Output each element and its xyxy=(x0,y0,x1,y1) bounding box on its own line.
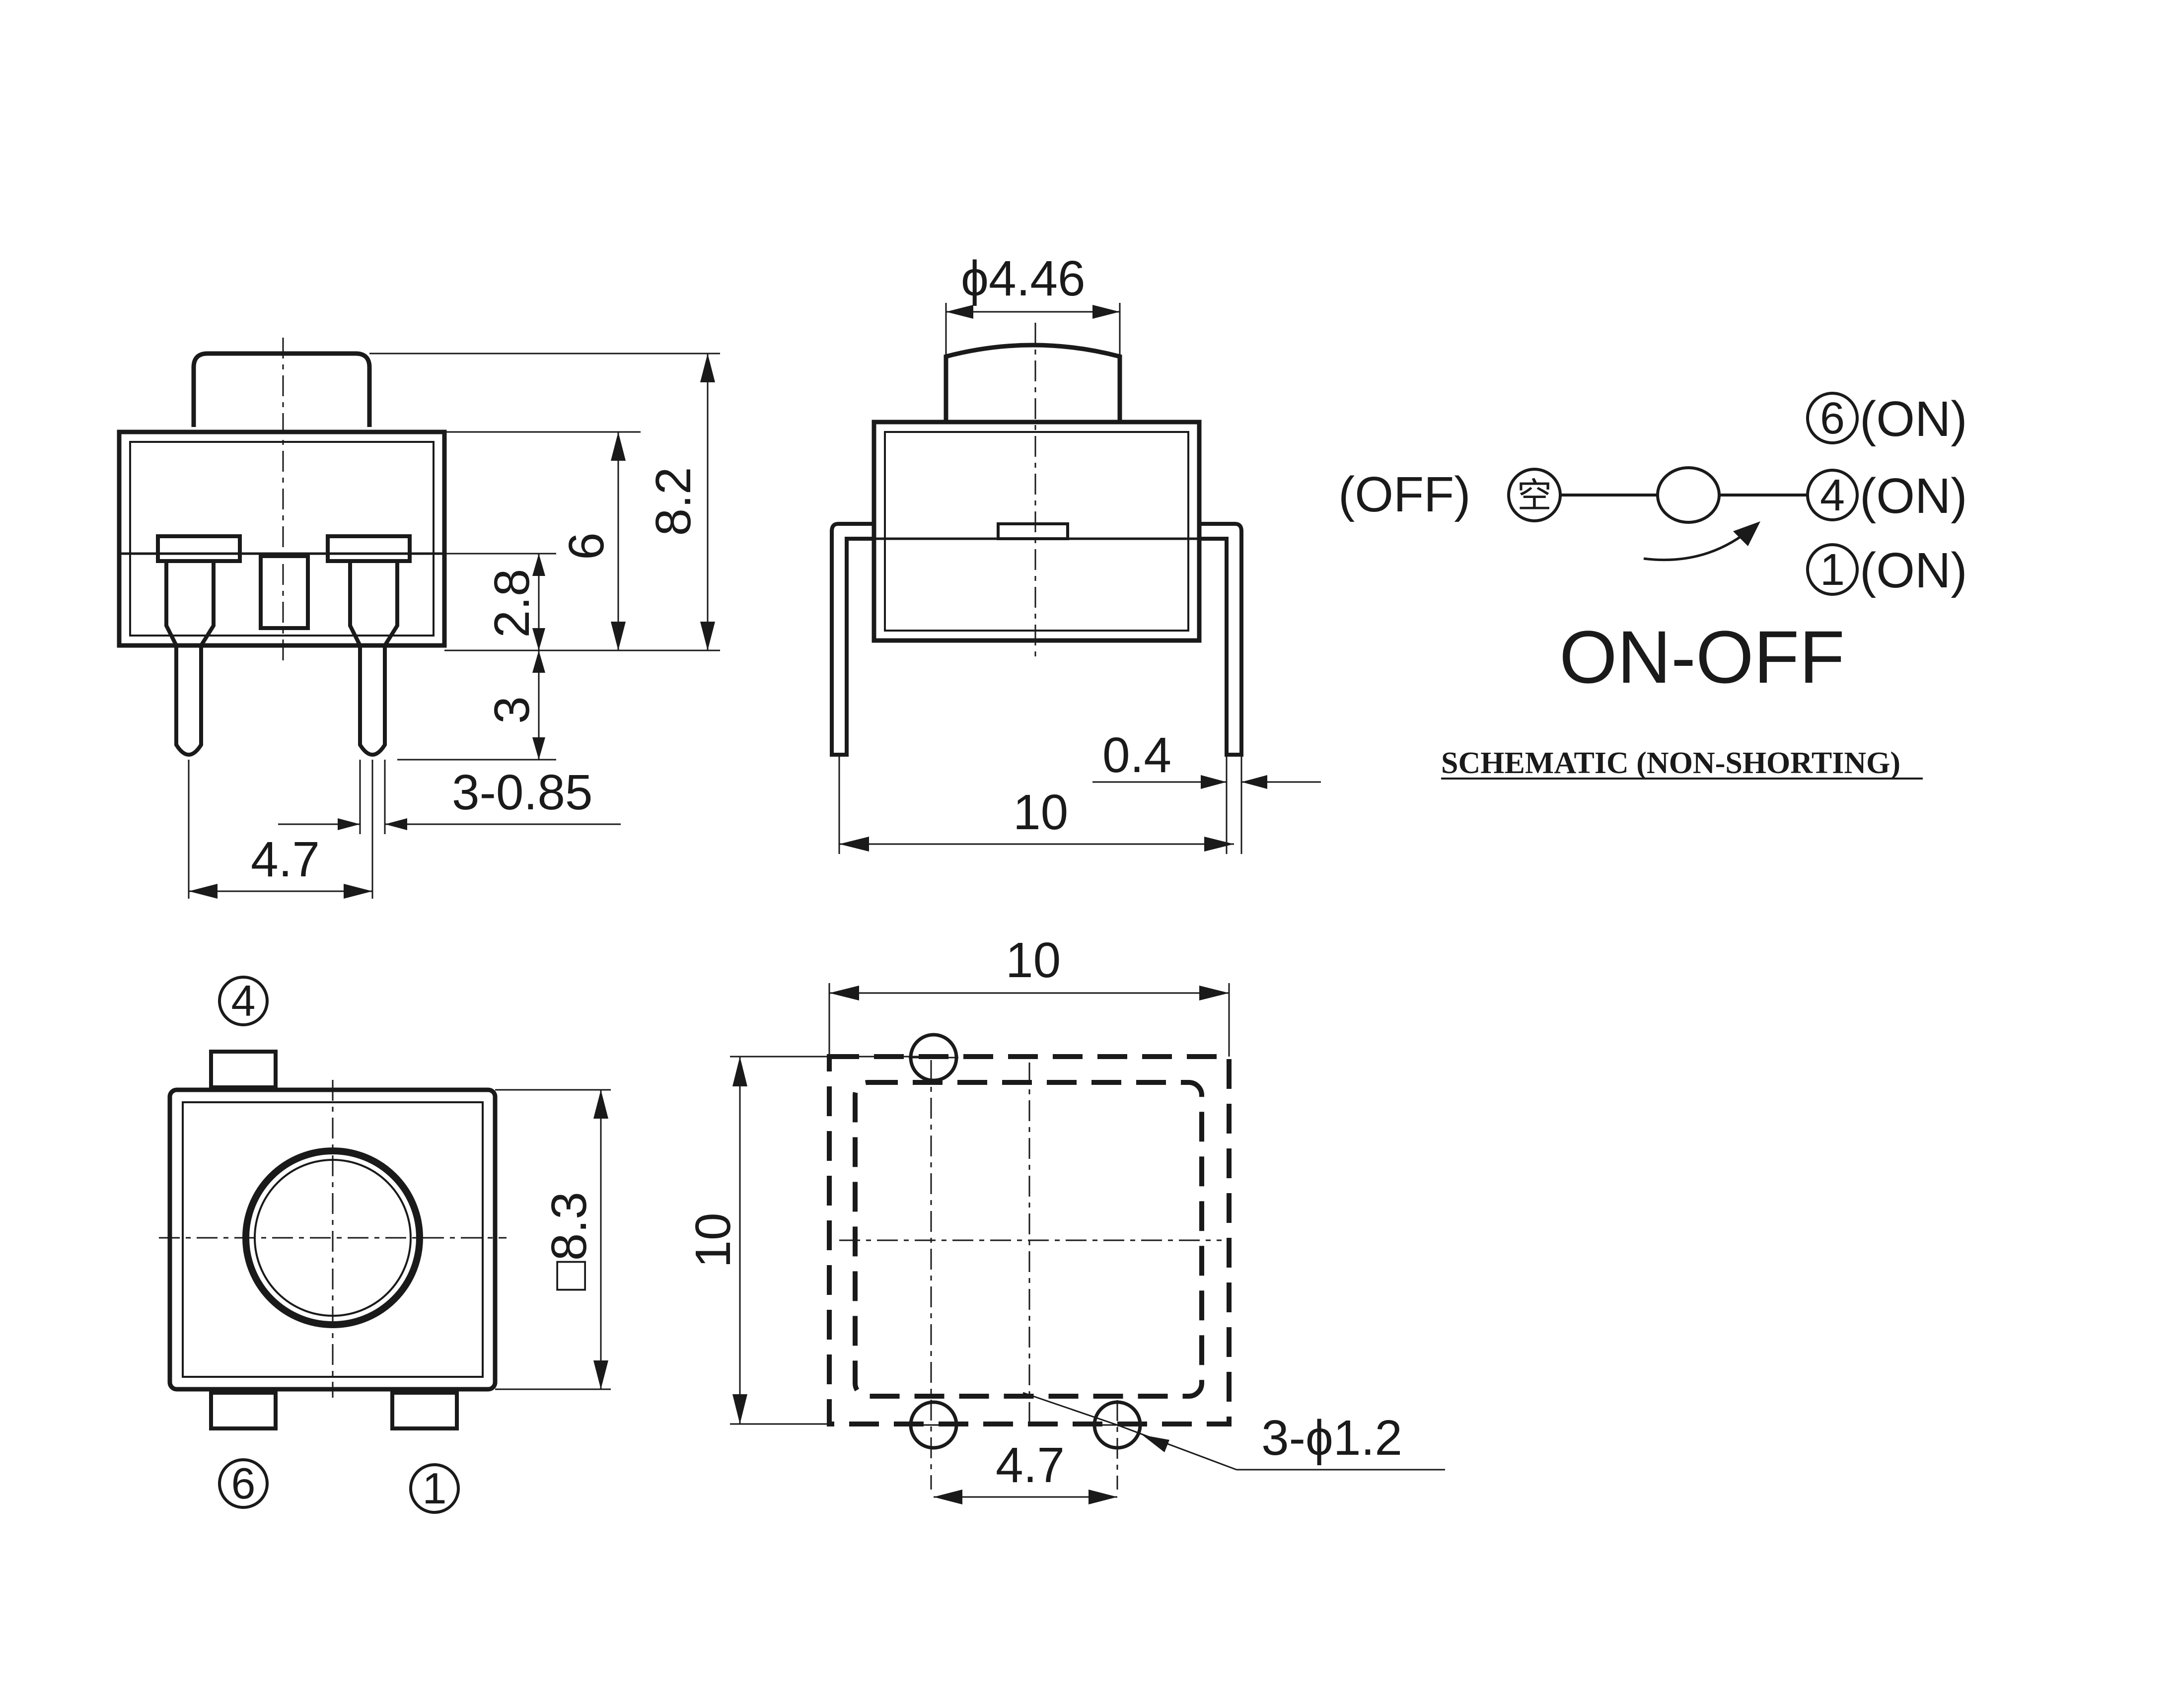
pin6-number: 6 xyxy=(231,1459,256,1508)
footprint-outline xyxy=(827,1054,1232,1426)
pos6-number: 6 xyxy=(1820,394,1845,443)
dim-lead-thickness: 0.4 xyxy=(1102,727,1171,783)
dim-side-width: 10 xyxy=(1013,784,1068,840)
pin4-number: 4 xyxy=(231,976,256,1025)
front-pin-right xyxy=(348,561,399,757)
dim-footprint-width: 10 xyxy=(1006,932,1061,988)
schematic-off-label: (OFF) xyxy=(1338,467,1471,522)
dim-top-square: □8.3 xyxy=(541,1192,597,1290)
pin1-circle xyxy=(409,1463,460,1514)
front-body xyxy=(117,429,447,648)
top-view: 4 6 1 □8.3 xyxy=(159,976,611,1514)
pos1-number: 1 xyxy=(1820,545,1845,595)
dim-hole-spec: 3-ϕ1.2 xyxy=(1261,1410,1402,1466)
dim-total-height: 8.2 xyxy=(646,467,701,536)
front-knob xyxy=(191,351,372,427)
schematic: (OFF) 空 6 (ON) 4 (ON) 1 (ON) ON-OFF SCHE… xyxy=(1338,391,1967,780)
schematic-caption: SCHEMATIC (NON-SHORTING) xyxy=(1441,746,1900,780)
pos4-on-label: (ON) xyxy=(1860,468,1967,524)
schematic-title: ON-OFF xyxy=(1559,615,1845,699)
wiper-contact xyxy=(1656,466,1721,524)
side-lead-right xyxy=(1199,522,1243,757)
pos6-circle xyxy=(1806,392,1859,444)
pcb-footprint: 10 10 4.7 3-ϕ1.2 xyxy=(685,932,1445,1504)
dim-hole-pitch: 4.7 xyxy=(996,1437,1065,1493)
pos6-on-label: (ON) xyxy=(1860,391,1967,447)
pin1-tab xyxy=(390,1391,459,1430)
pin4-tab xyxy=(209,1050,278,1089)
footprint-inner-outline xyxy=(853,1080,1204,1399)
dim-pin-pitch: 4.7 xyxy=(251,832,320,887)
side-view: ϕ4.46 0.4 10 xyxy=(830,251,1321,854)
pin1-number: 1 xyxy=(423,1464,447,1513)
off-terminal-symbol: 空 xyxy=(1517,476,1552,515)
pos1-on-label: (ON) xyxy=(1860,543,1967,598)
dim-body-height: 6 xyxy=(559,532,614,560)
side-knob xyxy=(944,343,1122,422)
side-body xyxy=(872,420,1202,643)
pin6-tab xyxy=(209,1391,278,1430)
front-view: 8.2 6 2.8 3 3-0.85 4.7 xyxy=(117,338,720,899)
dim-footprint-height: 10 xyxy=(685,1212,741,1268)
dim-pin-offset: 2.8 xyxy=(484,569,540,638)
pos1-circle xyxy=(1806,543,1859,596)
pos4-circle xyxy=(1806,469,1859,521)
pos4-number: 4 xyxy=(1820,471,1845,520)
dim-knob-diameter: ϕ4.46 xyxy=(961,251,1086,306)
front-pin-left xyxy=(164,561,216,757)
pin6-circle xyxy=(218,1458,269,1509)
pin4-circle xyxy=(218,976,269,1026)
dim-pin-length: 3 xyxy=(484,696,540,724)
dim-pin-width: 3-0.85 xyxy=(452,765,593,820)
side-lead-left xyxy=(830,522,874,757)
